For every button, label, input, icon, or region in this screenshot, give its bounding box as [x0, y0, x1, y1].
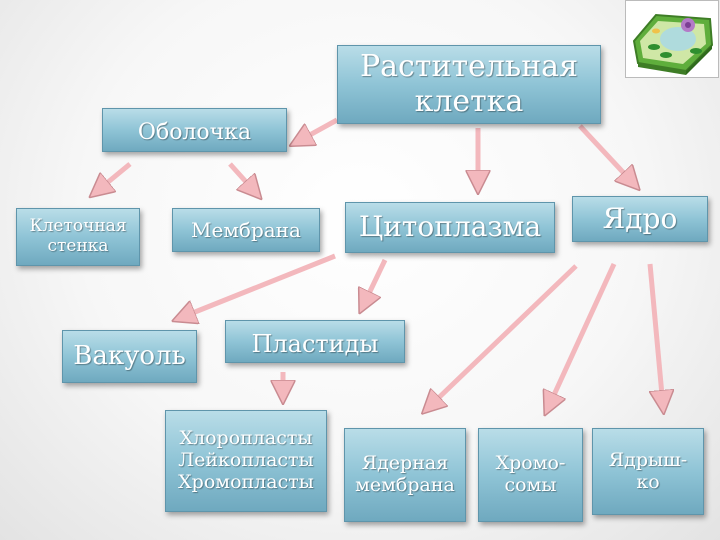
- arrow-root-shell: [297, 117, 339, 142]
- node-label: Оболочка: [137, 119, 252, 145]
- node-nuclear-membrane: Ядерная мембрана: [344, 428, 466, 522]
- arrow-nucleus-nucleolus: [647, 263, 663, 406]
- node-shell: Оболочка: [102, 108, 287, 152]
- node-plant-cell: Растительная клетка: [337, 45, 601, 124]
- node-label: Ядро: [602, 201, 678, 235]
- node-plastids: Пластиды: [225, 320, 405, 363]
- plant-cell-illustration: [625, 0, 719, 78]
- arrow-shell-membrane: [228, 162, 256, 193]
- arrow-shell-wall: [96, 162, 132, 192]
- arrow-nucleus-chromosomes: [548, 262, 617, 408]
- arrow-nucleus-nucmembrane: [428, 264, 578, 408]
- node-label: Клеточная стенка: [29, 216, 127, 256]
- node-label: Хромо- сомы: [495, 452, 566, 496]
- node-label: Цитоплазма: [358, 210, 542, 244]
- node-label: Вакуоль: [73, 340, 186, 371]
- node-cell-wall: Клеточная стенка: [16, 208, 140, 266]
- node-plastid-types: Хлоропласты Лейкопласты Хромопласты: [165, 410, 327, 512]
- node-label: Ядрыш- ко: [608, 448, 688, 493]
- node-label: Хлоропласты Лейкопласты Хромопласты: [178, 427, 314, 493]
- arrow-root-nucleus: [578, 124, 634, 184]
- node-label: Пластиды: [251, 330, 379, 358]
- node-nucleus: Ядро: [572, 196, 708, 242]
- node-cytoplasm: Цитоплазма: [345, 202, 555, 253]
- node-label: Мембрана: [191, 217, 301, 242]
- arrow-cyto-plastids: [363, 258, 388, 306]
- arrow-cyto-vacuole: [180, 253, 336, 318]
- node-nucleolus: Ядрыш- ко: [592, 428, 704, 515]
- node-label: Ядерная мембрана: [355, 452, 455, 496]
- node-membrane: Мембрана: [172, 208, 320, 252]
- node-chromosomes: Хромо- сомы: [478, 428, 583, 522]
- node-label: Растительная клетка: [359, 49, 578, 119]
- node-vacuole: Вакуоль: [62, 330, 197, 383]
